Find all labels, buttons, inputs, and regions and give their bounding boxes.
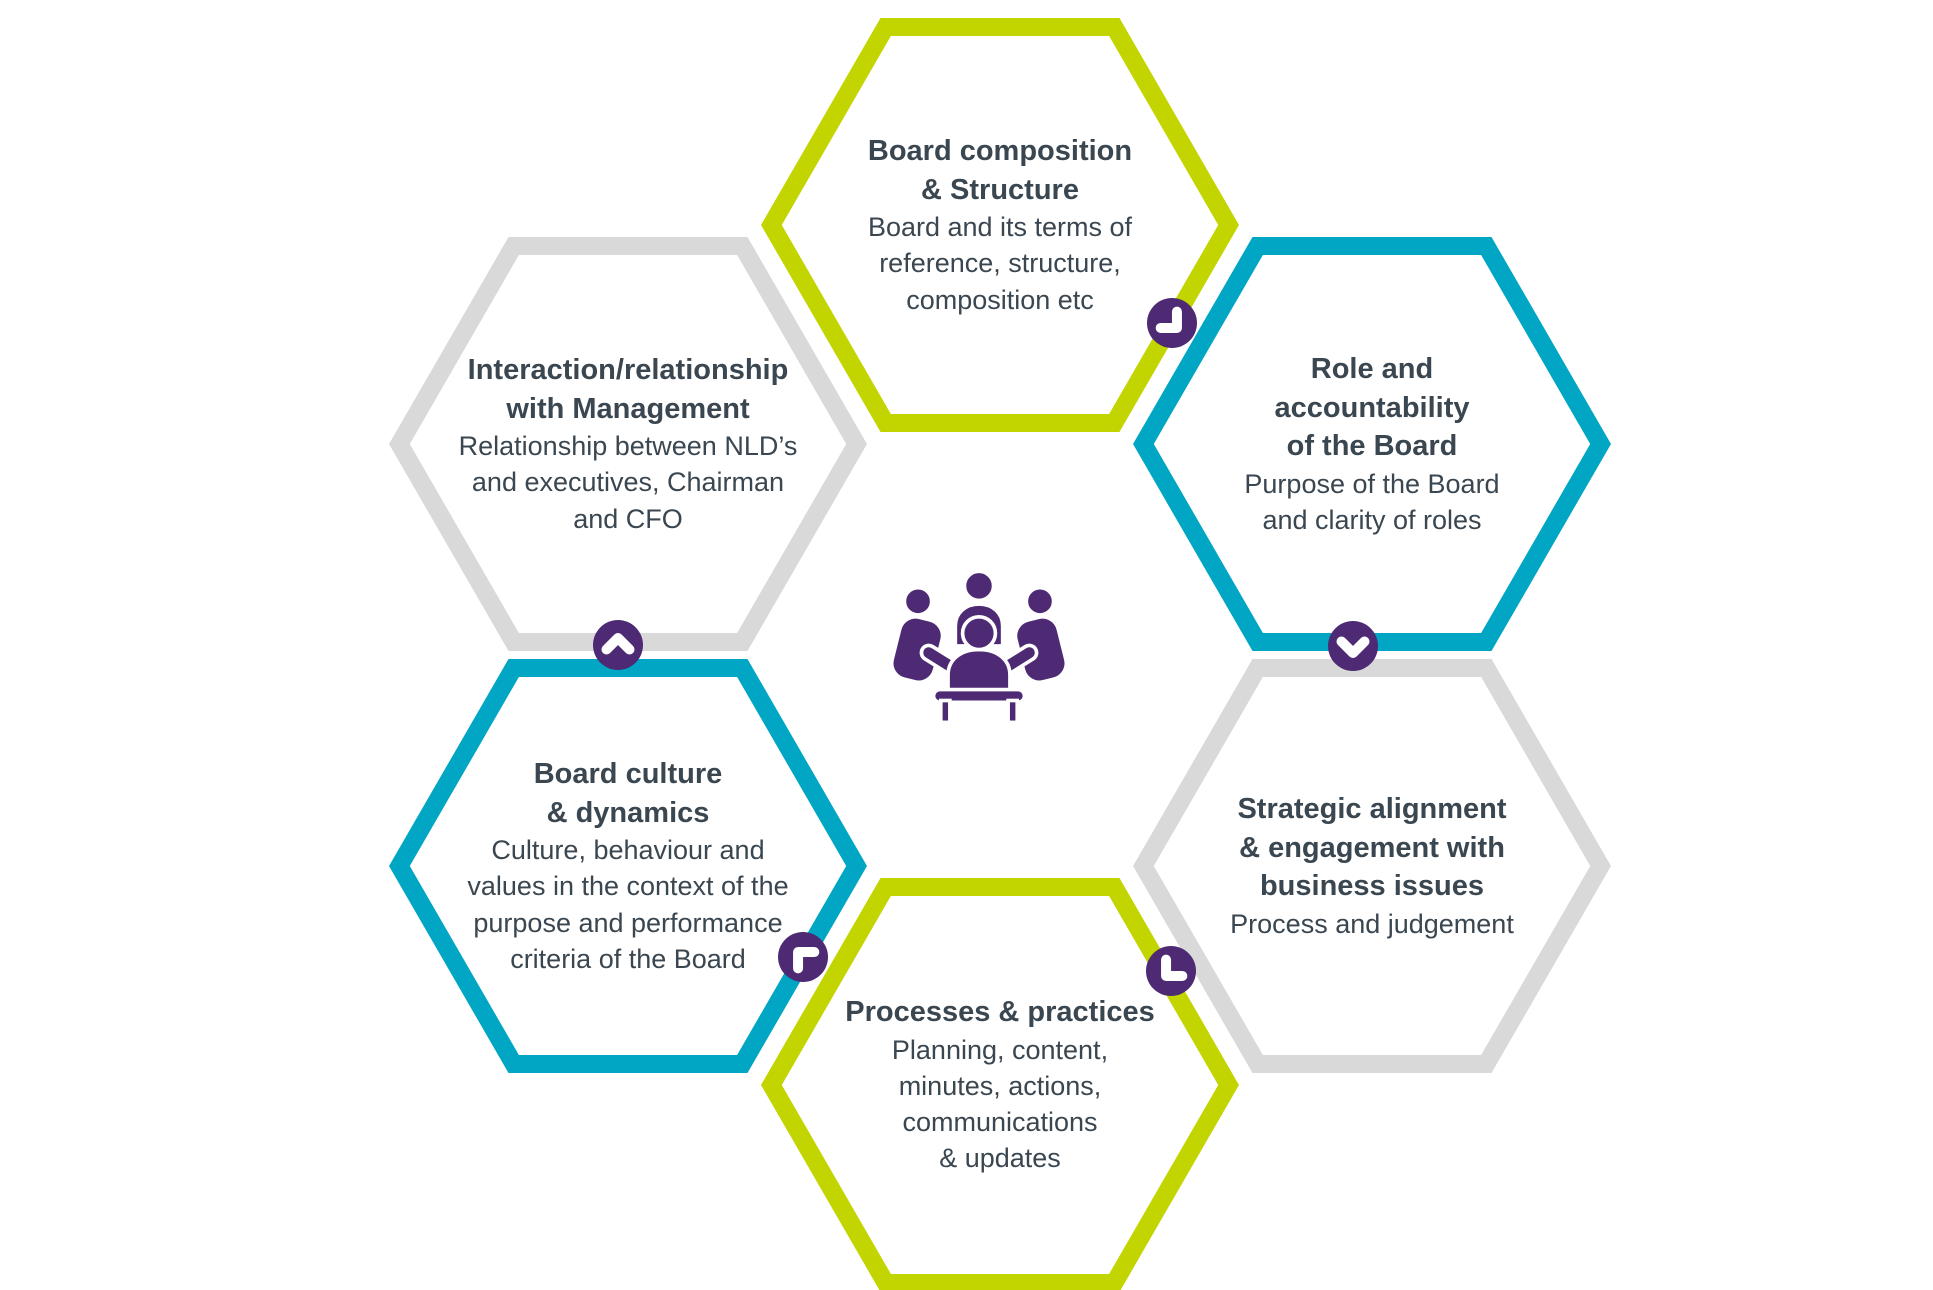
hexagon-body: Relationship between NLD’s and executive… xyxy=(458,431,798,534)
hexagon-outline xyxy=(1133,659,1611,1073)
chevron-down-left-icon xyxy=(1146,946,1196,996)
hexagon-title: Strategic alignment & engagement with bu… xyxy=(1237,793,1507,903)
hexagon-strategic-alignment: Strategic alignment & engagement with bu… xyxy=(1133,659,1611,1073)
hexagon-role-accountability: Role and accountability of the Board Pur… xyxy=(1133,237,1611,651)
hexagon-outline xyxy=(1133,237,1611,651)
hexagon-outline xyxy=(761,18,1239,432)
chevron-down-right-icon xyxy=(1147,298,1197,348)
hexagon-title: Processes & practices xyxy=(845,996,1155,1029)
hexagon-title: Role and accountability of the Board xyxy=(1274,352,1470,463)
hexagon-board-culture: Board culture & dynamics Culture, behavi… xyxy=(389,659,867,1073)
hexagon-processes-practices: Processes & practices Planning, content,… xyxy=(761,878,1239,1290)
hexagon-board-composition: Board composition & Structure Board and … xyxy=(761,18,1239,432)
hexagon-title: Board composition & Structure xyxy=(867,135,1133,206)
chevron-up-left-icon xyxy=(778,932,828,982)
hexagon-outline xyxy=(761,878,1239,1290)
hexagon-body: Board and its terms of reference, struct… xyxy=(867,212,1133,315)
hexagon-outline xyxy=(389,659,867,1073)
hexagon-interaction-management: Interaction/relationship with Management… xyxy=(389,237,867,651)
hexagon-title: Board culture & dynamics xyxy=(533,758,723,829)
chevron-up-icon xyxy=(593,620,643,670)
hexagon-body: Culture, behaviour and values in the con… xyxy=(467,835,789,974)
hexagon-body: Process and judgement xyxy=(1230,908,1514,939)
hexagon-outline xyxy=(389,237,867,651)
hexagon-title: Interaction/relationship with Management xyxy=(467,354,789,425)
meeting-people-icon xyxy=(888,566,1070,724)
chevron-down-icon xyxy=(1328,621,1378,671)
hexagon-body: Purpose of the Board and clarity of role… xyxy=(1244,468,1500,535)
hexagon-body: Planning, content, minutes, actions, com… xyxy=(891,1034,1109,1174)
